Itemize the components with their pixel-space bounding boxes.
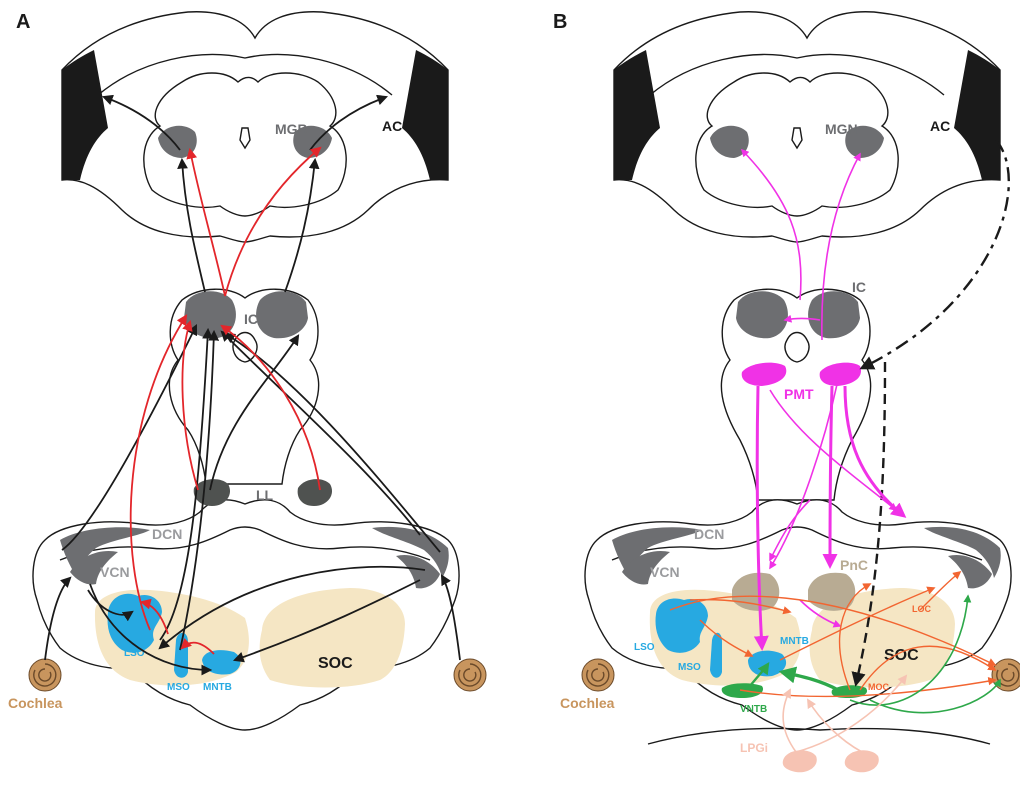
panel-b-mntb-label: MNTB: [780, 636, 809, 647]
panel-a-soc-label: SOC: [318, 655, 353, 672]
panel-b-mso-label: MSO: [678, 662, 701, 673]
panel-a-mgb-label: MGB: [275, 121, 308, 137]
panel-a-ic-label: IC: [244, 311, 258, 327]
panel-a-cochlea-label: Cochlea: [8, 695, 63, 711]
panel-a-ll-right: [298, 479, 332, 506]
panel-a-arrow-dcn-ic: [62, 326, 196, 550]
panel-b-soc-label: SOC: [884, 647, 919, 664]
panel-b-lower-outline: [648, 729, 990, 744]
panel-b-dcn-label: DCN: [694, 526, 724, 542]
panel-b-cochlea-left-icon: [582, 659, 614, 691]
panel-a-mntb-label: MNTB: [203, 682, 232, 693]
panel-b-pmt-label: PMT: [784, 386, 814, 402]
panel-b-cochlea-label: Cochlea: [560, 695, 615, 711]
panel-b-pnc-label: PnC: [840, 557, 868, 573]
panel-a-cochlea-left-icon: [29, 659, 61, 691]
panel-b-lpgi-right: [845, 750, 879, 772]
panel-a: A MGB AC IC LL SOC DCN VCN LSO MSO: [8, 11, 486, 730]
panel-b-lpgi-label: LPGi: [740, 741, 768, 755]
panel-a-ll-label: LL: [256, 487, 274, 503]
panel-b-vntb-label: VNTB: [740, 704, 767, 715]
panel-a-dcn-label: DCN: [152, 526, 182, 542]
panel-a-mso-label: MSO: [167, 682, 190, 693]
panel-b-letter: B: [553, 11, 567, 33]
panel-a-letter: A: [16, 11, 30, 33]
panel-a-vcn-label: VCN: [100, 564, 130, 580]
panel-a-ac-label: AC: [382, 118, 402, 134]
panel-b-mgn-label: MGN: [825, 121, 858, 137]
panel-b: B MGN AC IC PMT SOC PnC DC: [553, 11, 1020, 772]
panel-b-moc-label: MOC: [868, 682, 889, 692]
panel-b-lpgi-left: [783, 750, 817, 772]
panel-b-lso-label: LSO: [634, 642, 655, 653]
panel-b-ac-label: AC: [930, 118, 950, 134]
panel-b-vcn-label: VCN: [650, 564, 680, 580]
panel-b-ic-label: IC: [852, 279, 866, 295]
panel-a-cochlea-right-icon: [454, 659, 486, 691]
